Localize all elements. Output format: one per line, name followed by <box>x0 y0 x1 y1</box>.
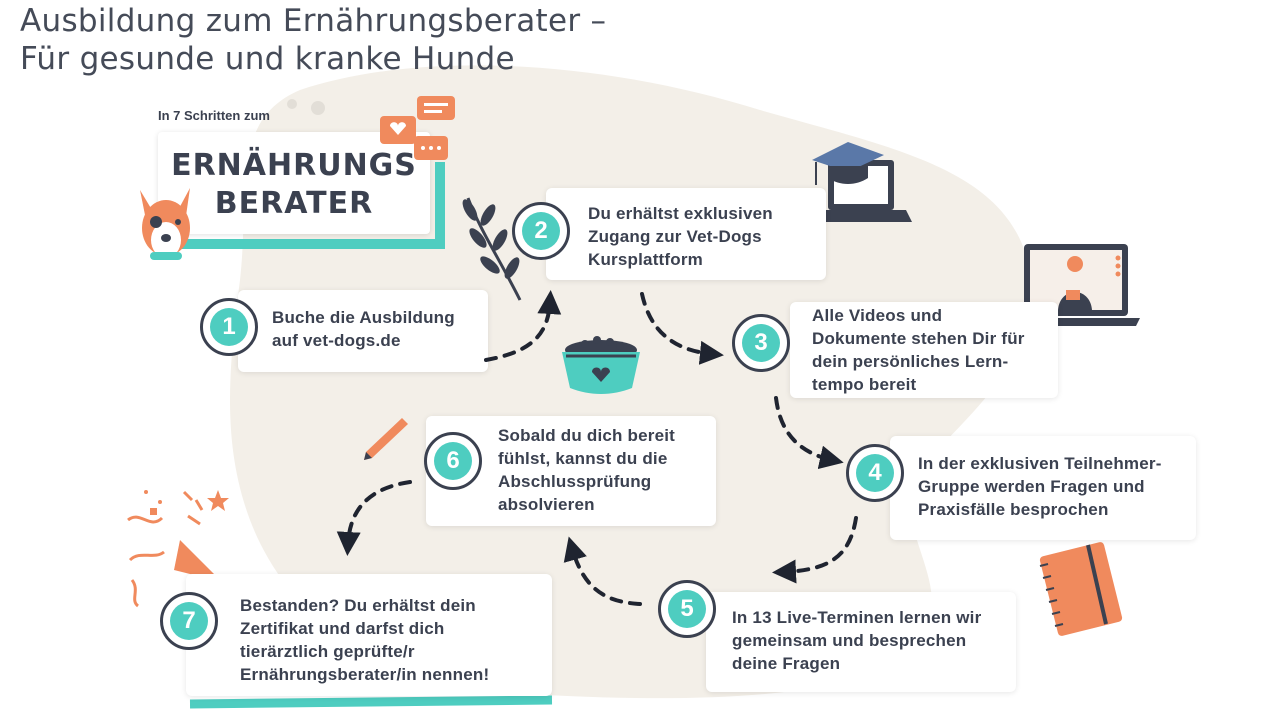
arrow-5-to-6 <box>563 536 642 606</box>
arrow-1-to-2 <box>484 290 562 362</box>
step-5-line-1: In 13 Live-Terminen lernen wir <box>732 608 982 627</box>
card-step-5 <box>706 592 1016 692</box>
arrow-2-to-3 <box>640 292 724 365</box>
step-1-text: Buche die Ausbildung auf vet-dogs.de <box>272 306 455 352</box>
step-4-line-2: Gruppe werden Fragen und <box>918 477 1145 496</box>
step-5-line-2: gemeinsam und besprechen <box>732 631 967 650</box>
step-5-line-3: deine Fragen <box>732 654 841 673</box>
step-2-number: 2 <box>522 212 560 250</box>
page-title-line-2: Für gesunde und kranke Hunde <box>20 41 515 77</box>
step-2-line-3: Kursplattform <box>588 250 703 269</box>
badge-intro: In 7 Schritten zum <box>158 108 270 123</box>
step-6-line-1: Sobald du dich bereit <box>498 426 676 445</box>
badge-line-1: ERNÄHRUNGS <box>171 148 417 183</box>
step-3-text: Alle Videos und Dokumente stehen Dir für… <box>812 304 1025 396</box>
arrow-3-to-4 <box>774 396 844 470</box>
step-4-line-1: In der exklusiven Teilnehmer- <box>918 454 1162 473</box>
step-2-text: Du erhältst exklusiven Zugang zur Vet-Do… <box>588 202 773 271</box>
arrow-4-to-5 <box>772 516 858 584</box>
step-4-line-3: Praxisfälle besprochen <box>918 500 1109 519</box>
step-4-number: 4 <box>856 454 894 492</box>
step-7-number: 7 <box>170 602 208 640</box>
step-5-text: In 13 Live-Terminen lernen wir gemeinsam… <box>732 606 981 675</box>
step-3-number: 3 <box>742 324 780 362</box>
step-3-line-1: Alle Videos und <box>812 306 943 325</box>
step-6-text: Sobald du dich bereit fühlst, kannst du … <box>498 424 675 516</box>
card-step-1 <box>238 290 488 372</box>
step-6-number: 6 <box>434 442 472 480</box>
step-6-line-2: fühlst, kannst du die <box>498 449 668 468</box>
arrow-6-to-7 <box>336 480 412 556</box>
step-3-badge: 3 <box>732 314 790 372</box>
step-7-badge: 7 <box>160 592 218 650</box>
step-1-line-1: Buche die Ausbildung <box>272 308 455 327</box>
step-3-line-2: Dokumente stehen Dir für <box>812 329 1025 348</box>
step-5-badge: 5 <box>658 580 716 638</box>
badge-line-2: BERATER <box>214 186 374 221</box>
card-step-3 <box>790 302 1058 398</box>
step-1-line-2: auf vet-dogs.de <box>272 331 401 350</box>
step-6-badge: 6 <box>424 432 482 490</box>
page-title: Ausbildung zum Ernährungsberater – Für g… <box>20 2 606 78</box>
step-7-line-3: tierärztlich geprüfte/r <box>240 642 415 661</box>
step-6-line-3: Abschlussprüfung <box>498 472 652 491</box>
step-3-line-3: dein persönliches Lern- <box>812 352 1009 371</box>
card-step-2 <box>546 188 826 280</box>
step-3-line-4: tempo bereit <box>812 375 917 394</box>
step-4-text: In der exklusiven Teilnehmer- Gruppe wer… <box>918 452 1162 521</box>
step-2-badge: 2 <box>512 202 570 260</box>
step-1-badge: 1 <box>200 298 258 356</box>
step-2-line-1: Du erhältst exklusiven <box>588 204 773 223</box>
step-4-badge: 4 <box>846 444 904 502</box>
card-step-7 <box>186 574 552 696</box>
step-7-line-2: Zertifikat und darfst dich <box>240 619 445 638</box>
step-7-line-1: Bestanden? Du erhältst dein <box>240 596 476 615</box>
badge-box: ERNÄHRUNGS BERATER <box>158 132 430 234</box>
step-7-text: Bestanden? Du erhältst dein Zertifikat u… <box>240 594 489 686</box>
page-title-line-1: Ausbildung zum Ernährungsberater – <box>20 3 607 39</box>
step-1-number: 1 <box>210 308 248 346</box>
step-6-line-4: absolvieren <box>498 495 595 514</box>
step-2-line-2: Zugang zur Vet-Dogs <box>588 227 762 246</box>
step-5-number: 5 <box>668 590 706 628</box>
card-step-4 <box>890 436 1196 540</box>
step-7-line-4: Ernährungsberater/in nennen! <box>240 665 490 684</box>
